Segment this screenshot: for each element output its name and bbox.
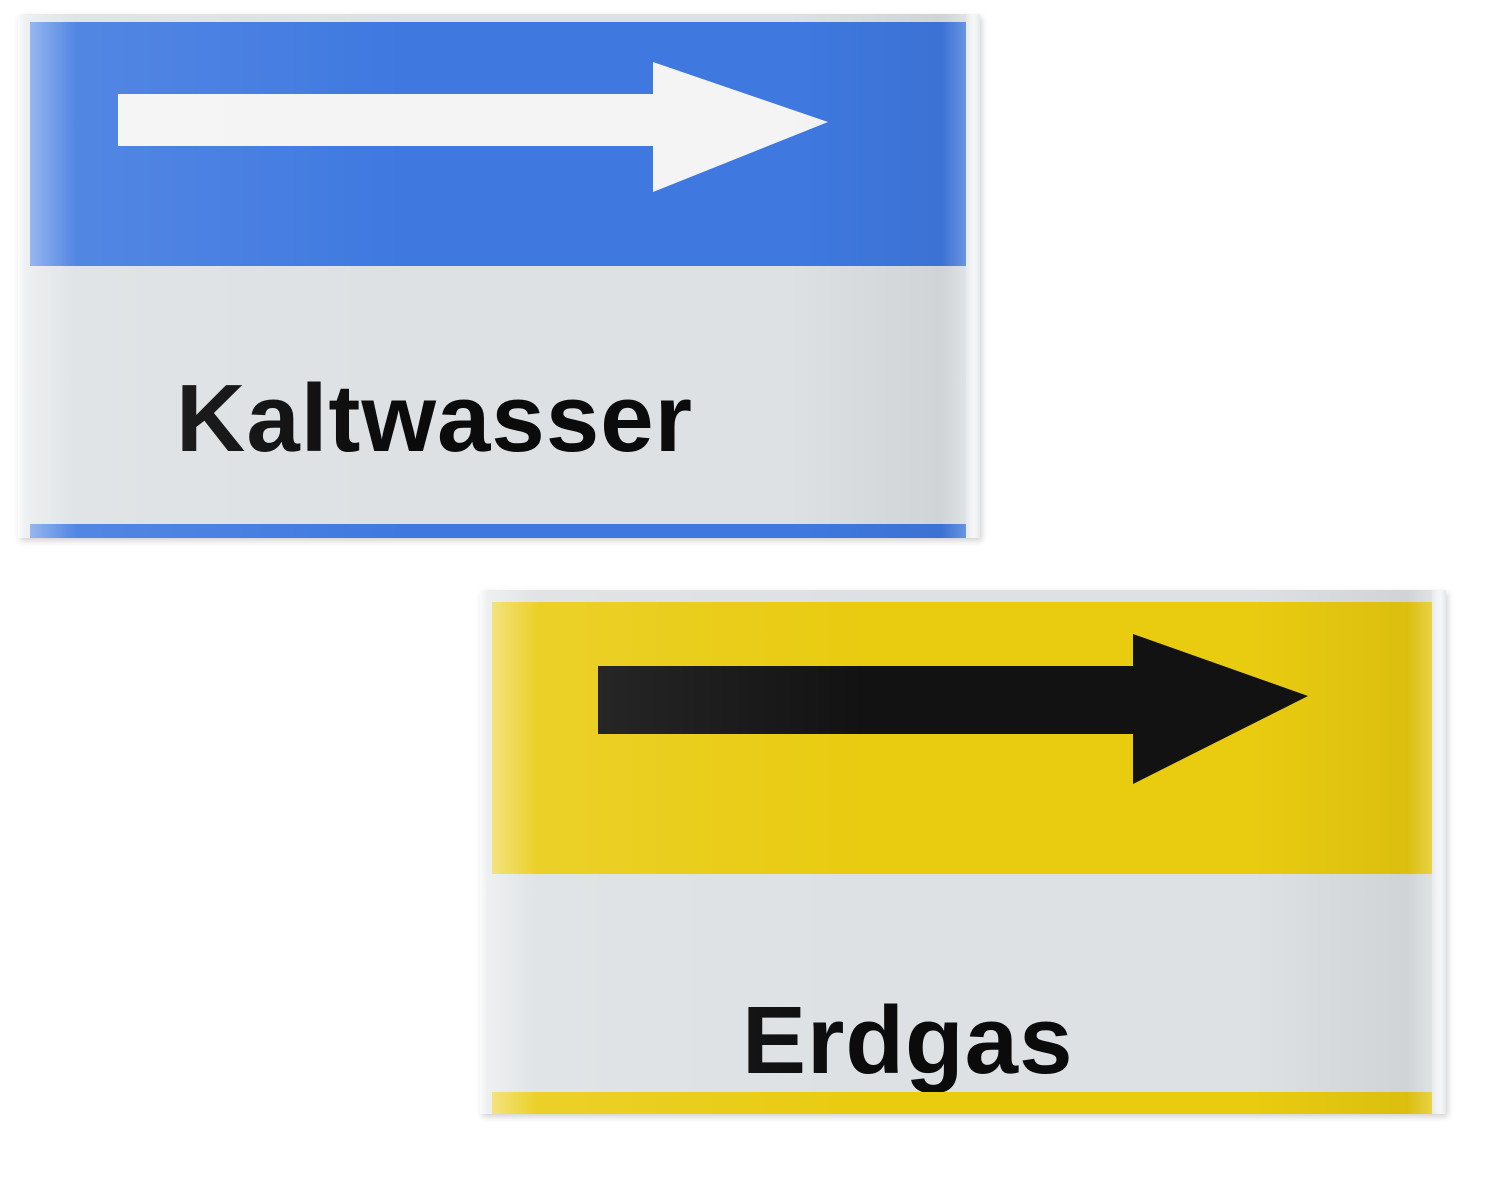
- arrow-shape: [598, 634, 1308, 784]
- color-band-bottom: [492, 1092, 1434, 1114]
- pipe-label-kaltwasser: Kaltwasser: [18, 14, 980, 538]
- pipe-label-erdgas: Erdgas: [480, 590, 1446, 1114]
- arrow-shape: [118, 62, 828, 192]
- flow-arrow-right-icon: [598, 634, 1308, 784]
- label-edge-right: [1432, 590, 1446, 1114]
- medium-name-text: Erdgas: [742, 987, 1074, 1094]
- label-edge-right: [966, 14, 980, 538]
- flow-arrow-right-icon: [118, 62, 828, 192]
- color-band-bottom: [30, 524, 972, 538]
- medium-name-text: Kaltwasser: [176, 365, 693, 472]
